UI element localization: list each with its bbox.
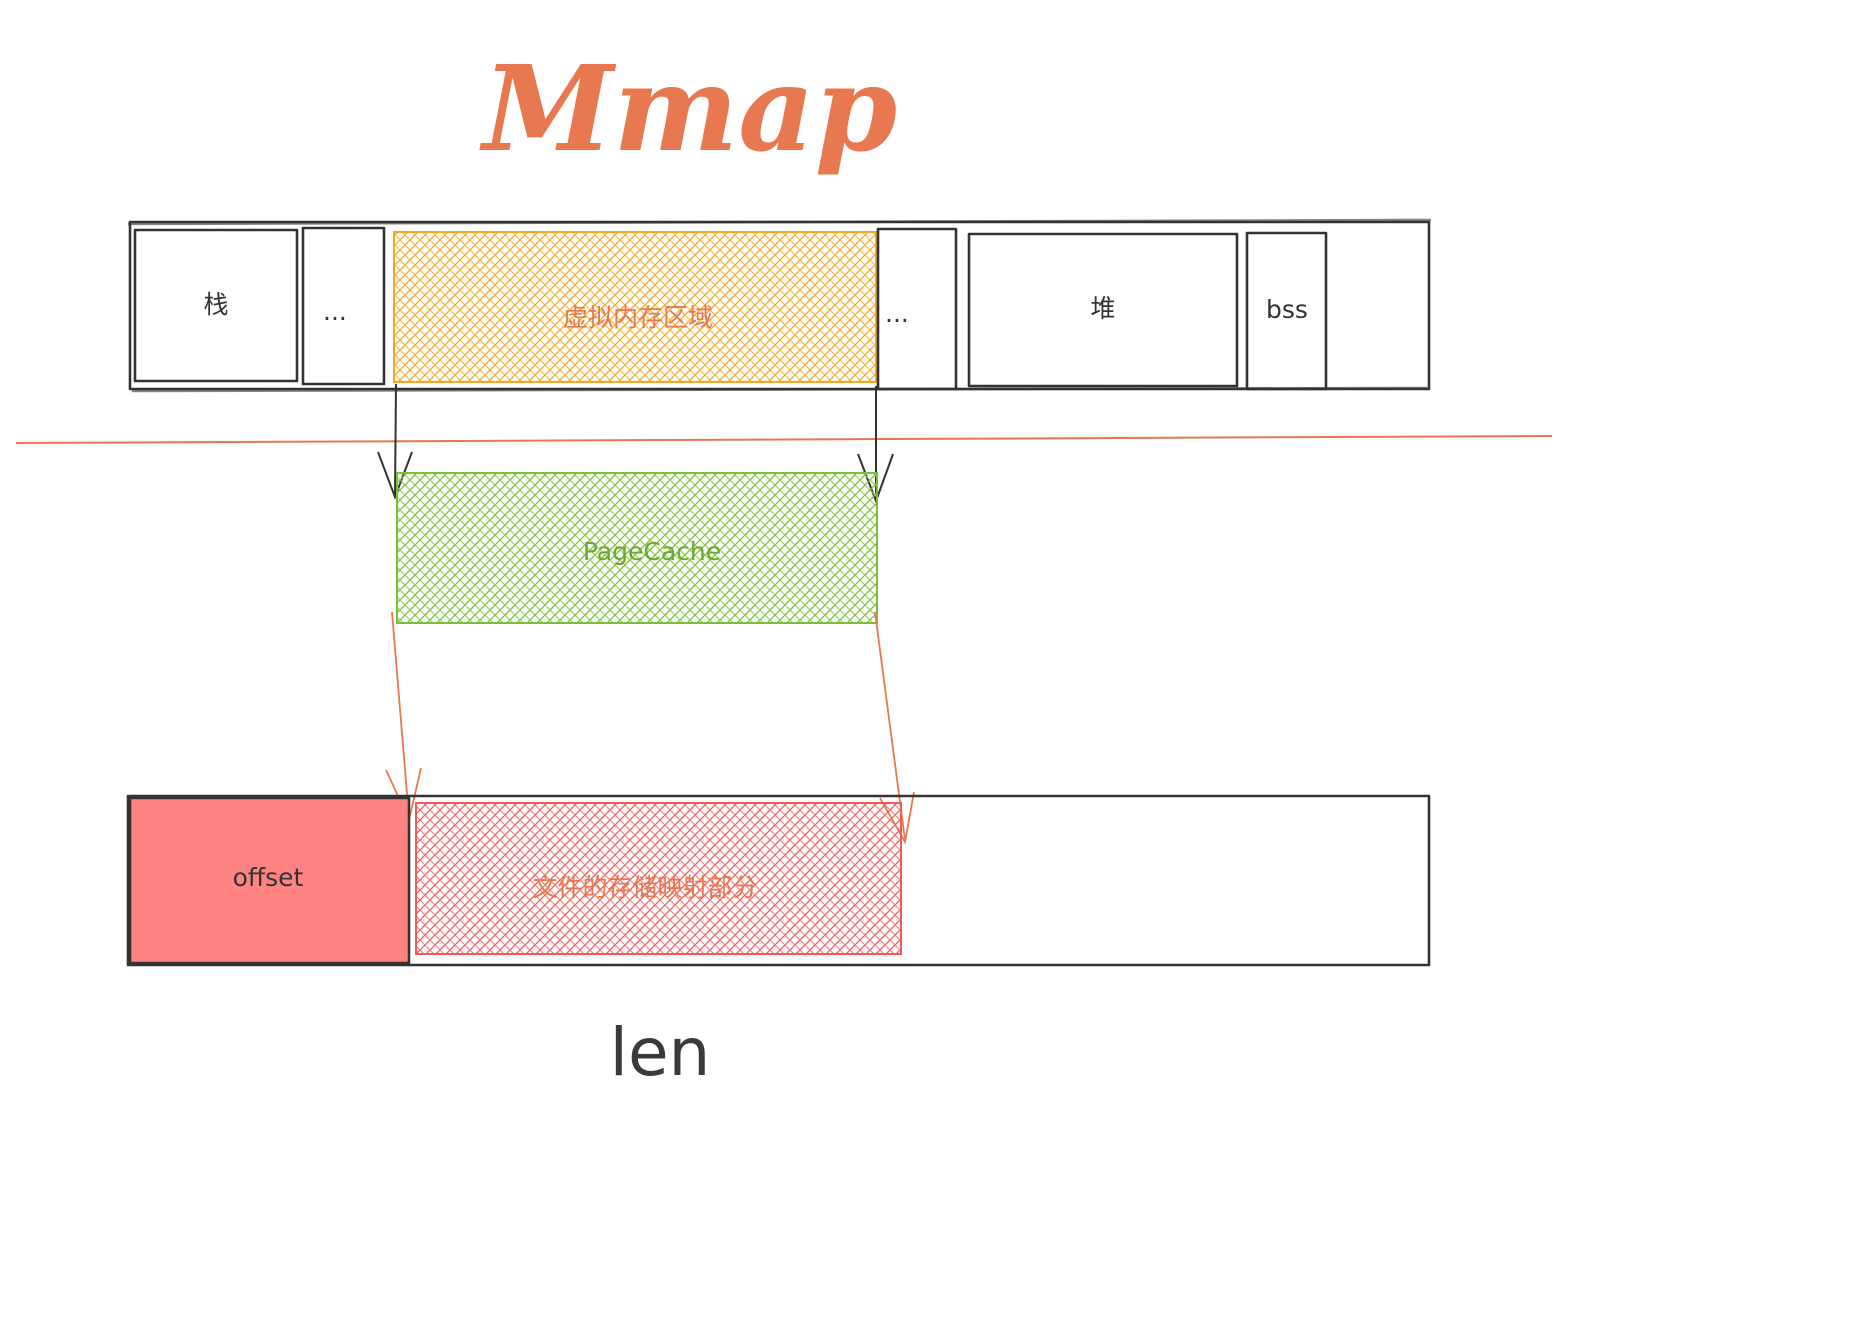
- pagecache-block: PageCache: [396, 472, 878, 624]
- file-mapped-region: [416, 803, 901, 954]
- bss-segment: [1245, 231, 1328, 391]
- heap-label: 堆: [1090, 294, 1115, 323]
- file-bar-outline: [126, 794, 1431, 967]
- len-label: len: [610, 1014, 711, 1091]
- stack-label: 栈: [203, 290, 228, 319]
- file-mapped-label: 文件的存储映射部分: [532, 873, 757, 902]
- offset-label: offset: [233, 863, 304, 892]
- stack-segment: [133, 228, 299, 383]
- arrows-to-pagecache: [377, 383, 894, 504]
- pagecache-label: PageCache: [583, 537, 721, 566]
- process-memory-bar: 栈 ... 虚拟内存区域 ... 堆 bss: [127, 218, 1432, 393]
- heap-segment: [967, 232, 1239, 388]
- offset-region: [130, 798, 409, 963]
- file-bar: offset 文件的存储映射部分: [126, 794, 1431, 967]
- user-kernel-divider: [15, 435, 1553, 444]
- gap-segment-right: [876, 227, 958, 391]
- arrow-down-left: [377, 383, 413, 500]
- ellipsis-label-left: ...: [323, 297, 347, 326]
- ellipsis-label-right: ...: [885, 299, 909, 328]
- bss-label: bss: [1266, 295, 1308, 324]
- virtual-memory-label: 虚拟内存区域: [563, 303, 713, 332]
- gap-segment-left: [301, 226, 386, 386]
- pagecache-region: [397, 473, 877, 623]
- mmap-diagram: Mmap 栈 ... 虚拟内存区域 ... 堆 bss P: [15, 39, 1553, 1091]
- arrow-to-file-left: [385, 611, 422, 823]
- virtual-memory-region: [394, 232, 876, 382]
- diagram-title: Mmap: [479, 39, 897, 178]
